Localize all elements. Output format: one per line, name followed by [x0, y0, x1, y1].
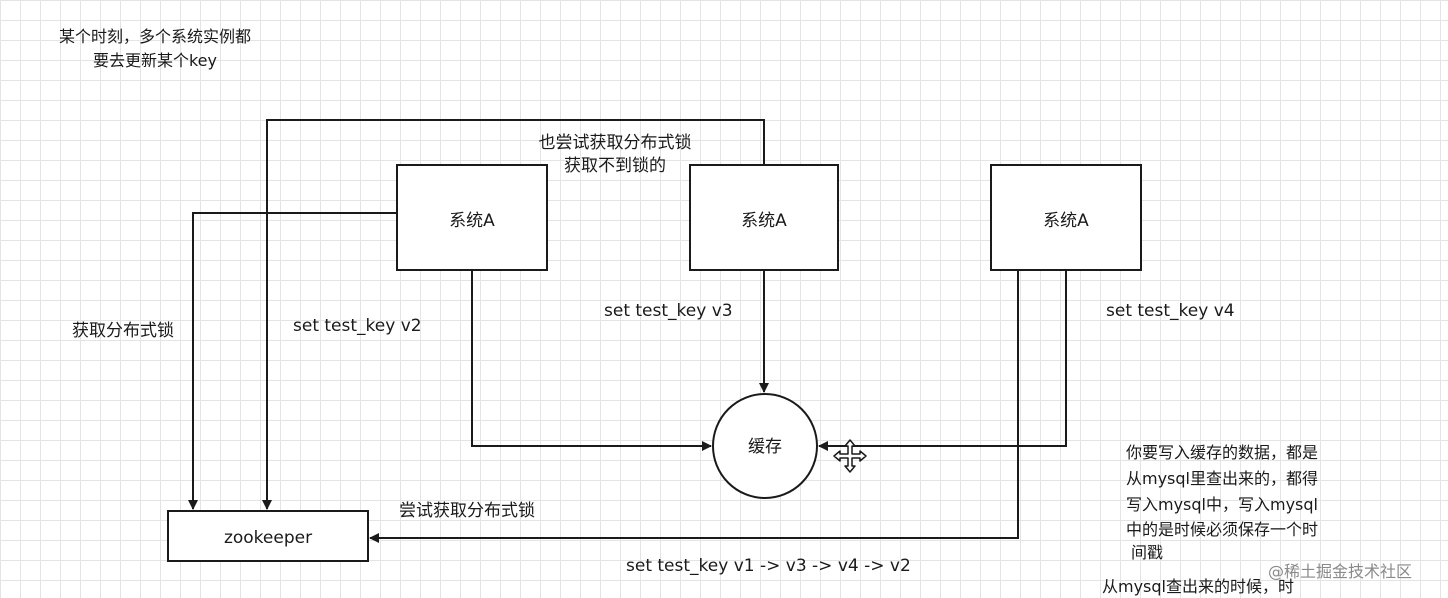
- sequence-label: set test_key v1 -> v3 -> v4 -> v2: [626, 556, 911, 576]
- system-a-right-node[interactable]: 系统A: [990, 164, 1142, 271]
- edge-right-to-cache: [818, 270, 1067, 451]
- system-a-right-label: 系统A: [1043, 211, 1089, 231]
- right-note-line3: 写入mysql中，写入mysql: [1126, 495, 1318, 514]
- also-try-lock-label-line1: 也尝试获取分布式锁: [539, 133, 692, 153]
- right-note-line2: 从mysql里查出来的，都得: [1126, 469, 1318, 488]
- set-v3-label: set test_key v3: [604, 301, 733, 321]
- bottom-right-note: 从mysql查出来的时候，时: [1102, 577, 1294, 596]
- system-a-middle-node[interactable]: 系统A: [689, 164, 839, 271]
- cache-node[interactable]: 缓存: [712, 393, 818, 499]
- zookeeper-label: zookeeper: [224, 528, 312, 548]
- move-cursor-icon: [833, 439, 867, 473]
- system-a-middle-label: 系统A: [741, 211, 787, 231]
- top-left-note-line2: 要去更新某个key: [93, 51, 217, 70]
- right-note-line5: 间戳: [1131, 543, 1163, 562]
- edge-middle-to-zookeeper: [262, 119, 765, 510]
- try-lock-label: 尝试获取分布式锁: [399, 501, 535, 521]
- also-try-lock-label-line2: 获取不到锁的: [564, 156, 666, 176]
- system-a-left-label: 系统A: [449, 211, 495, 231]
- zookeeper-node[interactable]: zookeeper: [167, 510, 369, 562]
- set-v4-label: set test_key v4: [1106, 301, 1235, 321]
- right-note-line1: 你要写入缓存的数据，都是: [1126, 443, 1318, 462]
- watermark: @稀土掘金技术社区: [1268, 562, 1412, 581]
- cache-label: 缓存: [748, 437, 782, 457]
- acquire-lock-label: 获取分布式锁: [72, 321, 174, 341]
- edge-left-to-zookeeper: [188, 212, 397, 510]
- edge-left-to-cache: [471, 270, 712, 451]
- top-left-note-line1: 某个时刻，多个系统实例都: [59, 27, 251, 46]
- right-note-line4: 中的是时候必须保存一个时: [1126, 520, 1318, 539]
- edge-right-to-zookeeper: [369, 270, 1019, 543]
- set-v2-label: set test_key v2: [293, 316, 422, 336]
- system-a-left-node[interactable]: 系统A: [396, 164, 548, 271]
